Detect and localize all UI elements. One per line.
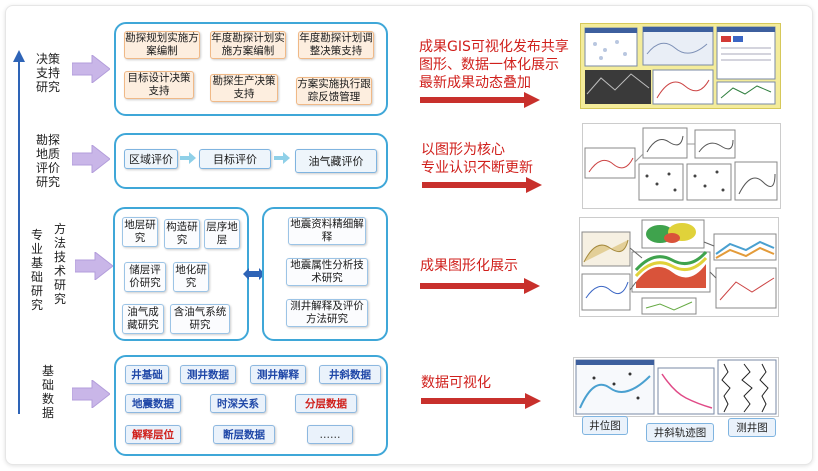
data-ellipsis: …… [307,425,353,444]
box-target-design-support: 目标设计决策支持 [124,71,194,99]
thumbnail-gis-publishing [580,23,781,109]
caption-deviation-trajectory-map: 井斜轨迹图 [646,423,714,442]
thumbnail-evaluation-maps [582,123,781,209]
purple-arrow-research [75,252,113,280]
red-arrow-decision [420,92,540,108]
data-horizon-interpretation: 解释层位 [125,425,181,444]
purple-arrow-decision [72,55,110,83]
double-arrow [243,268,265,280]
caption-well-log-chart: 测井图 [728,418,776,437]
box-annual-plan-adjustment: 年度勘探计划调整决策支持 [298,31,374,59]
layer-label-professional-col2: 方法技术研究 [53,222,66,306]
thumbnail-research-graphics [579,217,779,317]
layer-label-professional-col1: 专业基础研究 [30,228,43,312]
purple-arrow-evaluation [72,145,110,173]
data-deviation: 井斜数据 [319,365,381,384]
red-arrow-basic-data [421,393,541,409]
data-fault: 断层数据 [213,425,275,444]
box-accumulation: 油气成藏研究 [122,304,164,334]
box-seismic-interpretation: 地震资料精细解释 [288,217,366,245]
box-seismic-attribute: 地震属性分析技术研究 [286,258,368,286]
box-sequence-stratigraphy: 层序地层 [204,219,240,249]
box-geochemistry: 地化研究 [173,262,209,292]
note-decision: 成果GIS可视化发布共享 图形、数据一体化展示 最新成果动态叠加 [419,39,569,91]
data-logging-interpretation: 测井解释 [250,365,306,384]
box-petroleum-system: 含油气系统研究 [170,304,230,334]
data-well-basic: 井基础 [125,365,169,384]
box-execution-tracking: 方案实施执行跟踪反馈管理 [296,77,372,105]
box-regional-evaluation: 区域评价 [124,149,178,169]
step-arrow-2 [274,152,290,164]
thumbnail-data-visualization [573,357,779,417]
box-logging-interpretation: 测井解释及评价方法研究 [286,299,368,327]
box-stratigraphy: 地层研究 [122,217,158,247]
vertical-axis [18,60,20,414]
axis-arrow-head [13,50,25,62]
box-structure: 构造研究 [164,219,200,249]
data-layering: 分层数据 [295,394,357,413]
caption-well-location-map: 井位图 [582,416,628,435]
note-basic-data: 数据可视化 [421,375,491,391]
note-evaluation: 以图形为核心 专业认识不断更新 [421,142,533,176]
box-reservoir-research: 储层评价研究 [124,262,166,292]
box-production-decision-support: 勘探生产决策支持 [210,74,278,102]
purple-arrow-basic-data [72,380,110,408]
box-target-evaluation: 目标评价 [199,149,271,169]
note-research: 成果图形化展示 [420,258,518,274]
data-seismic: 地震数据 [125,394,181,413]
red-arrow-evaluation [422,177,542,193]
data-time-depth: 时深关系 [210,394,266,413]
layer-label-evaluation: 勘探 地质 评价 研究 [35,133,61,189]
layer-label-basic-data: 基 础 数 据 [41,364,54,420]
box-annual-plan-implementation: 年度勘探计划实施方案编制 [210,31,286,59]
red-arrow-research [420,278,540,294]
data-logging: 测井数据 [180,365,236,384]
step-arrow-1 [180,152,196,164]
layer-label-decision: 决策 支持 研究 [35,52,61,94]
box-exploration-planning: 勘探规划实施方案编制 [124,31,200,59]
box-reservoir-evaluation: 油气藏评价 [295,149,377,173]
